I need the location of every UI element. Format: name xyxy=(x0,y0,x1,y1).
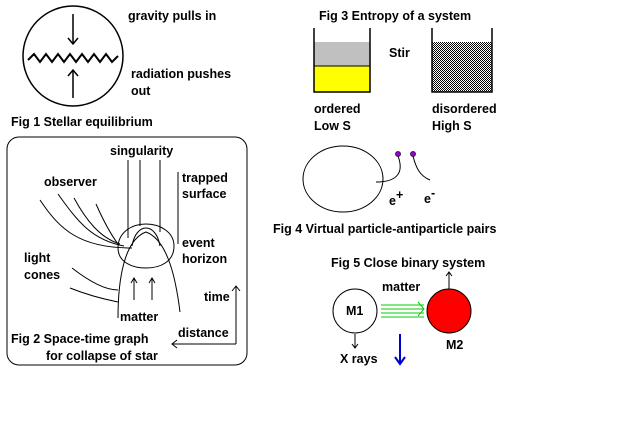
fig2-caption-2: for collapse of star xyxy=(46,349,158,363)
light-cone-curve xyxy=(69,287,119,303)
light-cones-label: light xyxy=(24,251,51,265)
particle-dot xyxy=(395,151,401,157)
disordered-mixture xyxy=(432,42,492,92)
m2-up-arrow-icon xyxy=(445,271,453,289)
fig1-stellar-equilibrium: gravity pulls in radiation pushes out Fi… xyxy=(11,5,231,129)
trapped-surface-label-2: surface xyxy=(182,187,227,201)
singularity-label: singularity xyxy=(110,144,173,158)
light-cone-curve xyxy=(71,267,119,291)
disordered-label: disordered xyxy=(432,102,497,116)
matter-arrow-icon xyxy=(148,277,156,300)
event-horizon-curve xyxy=(117,223,175,269)
light-ray xyxy=(39,199,133,249)
distance-label: distance xyxy=(178,326,229,340)
matter-stream-icon xyxy=(381,301,425,318)
fig2-frame xyxy=(6,136,248,366)
event-horizon-label-2: horizon xyxy=(182,252,227,266)
black-hole-ellipse xyxy=(302,145,384,213)
ordered-beaker xyxy=(313,28,371,93)
time-axis-arrow-icon xyxy=(231,285,241,344)
radiation-label: radiation pushes xyxy=(131,67,231,81)
m2-label: M2 xyxy=(446,338,463,352)
fig5-close-binary: Fig 5 Close binary system M1 M2 matter X… xyxy=(331,256,485,366)
event-horizon-label: event xyxy=(182,236,215,250)
fig2-spacetime-graph: singularity observer trapped surface eve… xyxy=(6,136,248,366)
matter-arrow-icon xyxy=(130,277,138,300)
fig1-caption: Fig 1 Stellar equilibrium xyxy=(11,115,153,129)
ordered-top-layer xyxy=(314,42,370,66)
positron-path xyxy=(375,155,401,183)
light-ray xyxy=(95,203,119,245)
xray-arrow-icon xyxy=(351,334,359,349)
m2-star xyxy=(426,288,472,334)
ordered-label: ordered xyxy=(314,102,361,116)
gravity-arrow-icon xyxy=(67,14,79,46)
electron-path xyxy=(412,155,431,181)
xrays-label: X rays xyxy=(340,352,378,366)
collapsing-star-outline xyxy=(117,231,181,319)
down-arrow-icon xyxy=(394,334,406,366)
fig2-caption: Fig 2 Space-time graph xyxy=(11,332,149,346)
gravity-label: gravity pulls in xyxy=(128,9,216,23)
observer-label: observer xyxy=(44,175,97,189)
star-circle xyxy=(22,5,124,107)
particle-dot xyxy=(410,151,416,157)
m1-label: M1 xyxy=(346,304,363,318)
ordered-bottom-layer xyxy=(314,66,370,92)
time-label: time xyxy=(204,290,230,304)
disordered-beaker xyxy=(431,28,493,93)
positron-label: e+ xyxy=(389,188,403,208)
distance-axis-arrow-icon xyxy=(171,339,236,349)
trapped-surface-curve xyxy=(131,227,161,247)
trapped-surface-label: trapped xyxy=(182,171,228,185)
fig4-virtual-pairs: e+ e- Fig 4 Virtual particle-antiparticl… xyxy=(273,145,496,236)
light-ray xyxy=(73,197,121,245)
radiation-label-2: out xyxy=(131,84,151,98)
fig4-caption: Fig 4 Virtual particle-antiparticle pair… xyxy=(273,222,496,236)
zigzag-boundary xyxy=(27,52,119,64)
electron-label: e- xyxy=(424,186,435,206)
matter-label: matter xyxy=(120,310,158,324)
light-cones-label-2: cones xyxy=(24,268,60,282)
m1-star xyxy=(332,288,378,334)
radiation-arrow-icon xyxy=(67,68,79,98)
fig5-caption: Fig 5 Close binary system xyxy=(331,256,485,270)
light-ray xyxy=(57,193,125,247)
fig3-entropy: Fig 3 Entropy of a system Stir ordered L… xyxy=(313,9,497,133)
stir-label: Stir xyxy=(389,46,410,60)
matter-label: matter xyxy=(382,280,420,294)
low-s-label: Low S xyxy=(314,119,351,133)
fig3-caption: Fig 3 Entropy of a system xyxy=(319,9,471,23)
high-s-label: High S xyxy=(432,119,472,133)
